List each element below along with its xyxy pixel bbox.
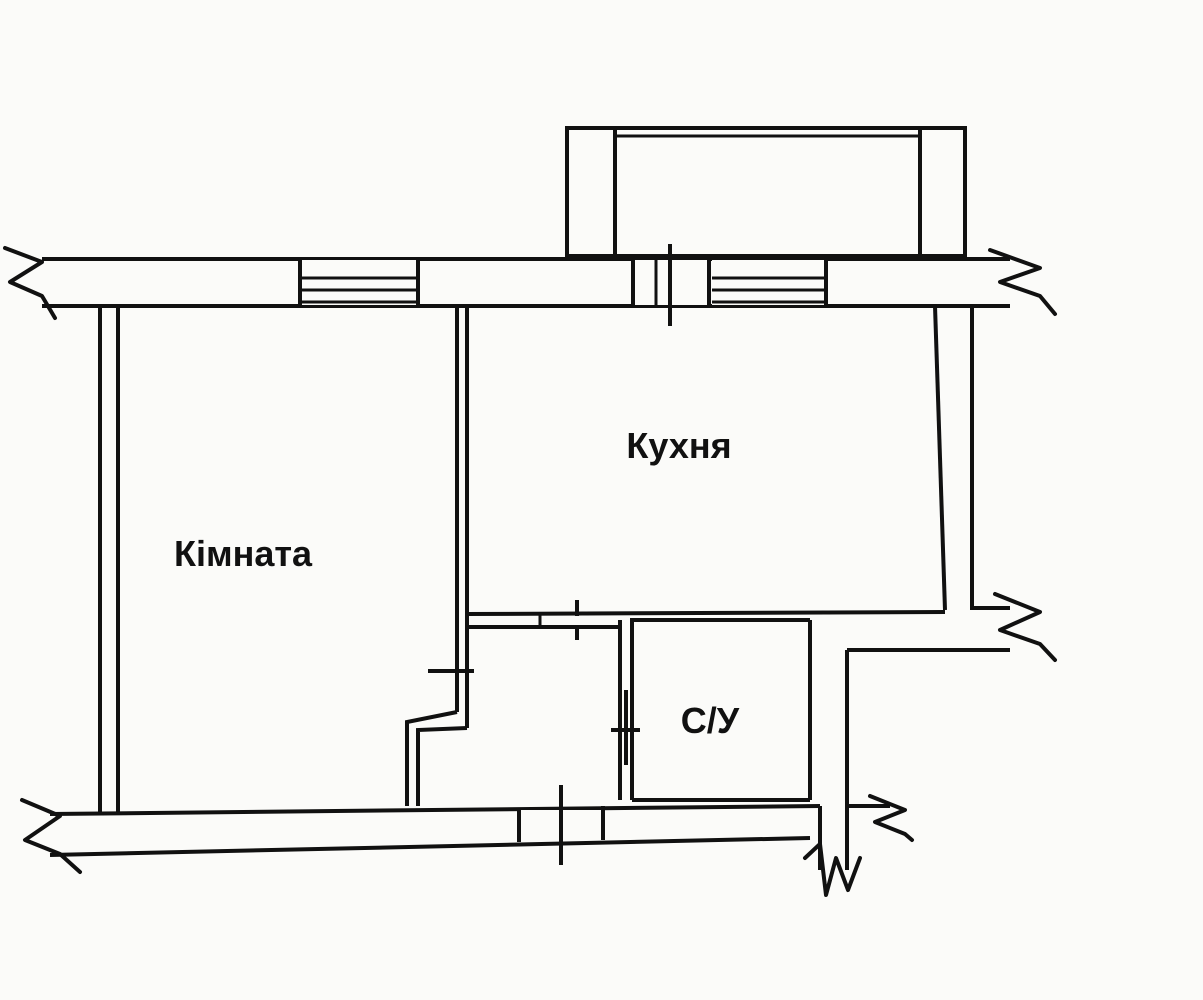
exterior-wall-top (42, 257, 1010, 308)
partition-room-kitchen (405, 306, 474, 806)
balcony-door (631, 244, 711, 326)
entrance-door (517, 785, 605, 865)
exterior-wall-bottom (49, 804, 890, 870)
balcony (565, 126, 967, 258)
window-kitchen (712, 259, 828, 306)
wall-break-marks (3, 246, 1057, 897)
room-label-kuhnia: Кухня (626, 425, 731, 466)
exterior-wall-left (98, 306, 120, 814)
exterior-wall-right (847, 305, 1010, 652)
window-room (298, 259, 420, 306)
room-label-kimnata: Кімната (174, 533, 313, 574)
bathroom-walls (611, 620, 849, 806)
room-label-bathroom: С/У (681, 700, 740, 741)
kitchen-bottom-wall (466, 600, 946, 640)
